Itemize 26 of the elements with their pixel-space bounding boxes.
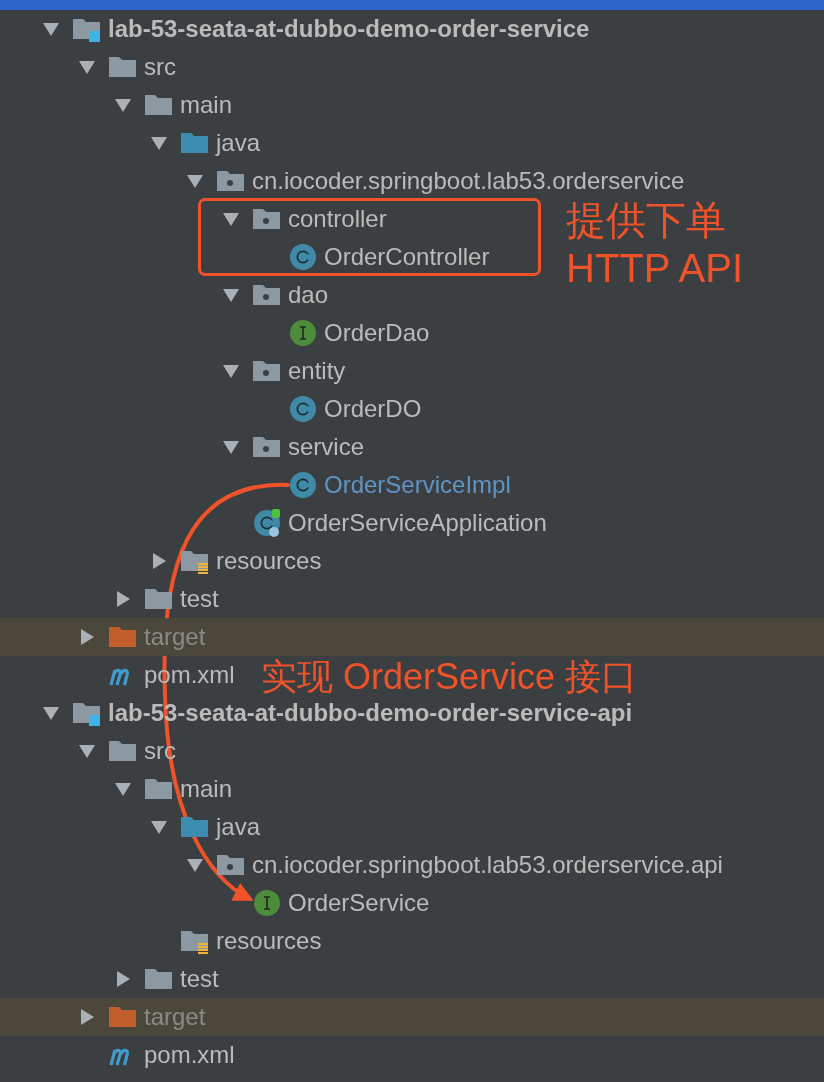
folder-name: main <box>180 91 233 119</box>
interface-name: OrderDao <box>324 319 430 347</box>
file-name: pom.xml <box>144 1041 235 1069</box>
folder-name: test <box>180 965 219 993</box>
package-name: service <box>288 433 365 461</box>
package-name: cn.iocoder.springboot.lab53.orderservice <box>252 167 685 195</box>
folder-name: test <box>180 585 219 613</box>
folder-name: resources <box>216 547 322 575</box>
class-name: OrderController <box>324 243 490 271</box>
package-name: controller <box>288 205 387 233</box>
folder-name: java <box>216 813 261 841</box>
class-name: OrderServiceImpl <box>324 471 511 499</box>
class-name: OrderServiceApplication <box>288 509 547 537</box>
package-name: dao <box>288 281 329 309</box>
module-name: lab-53-seata-at-dubbo-demo-order-service <box>108 15 590 43</box>
folder-name: target <box>144 1003 206 1031</box>
interface-name: OrderService <box>288 889 430 917</box>
folder-name: target <box>144 623 206 651</box>
package-name: entity <box>288 357 346 385</box>
folder-name: src <box>144 53 176 81</box>
folder-name: resources <box>216 927 322 955</box>
annotation-text: 提供下单 HTTP API <box>566 197 745 292</box>
package-name: cn.iocoder.springboot.lab53.orderservice.api <box>252 851 723 879</box>
class-name: OrderDO <box>324 395 422 423</box>
folder-name: java <box>216 129 261 157</box>
folder-name: main <box>180 775 233 803</box>
